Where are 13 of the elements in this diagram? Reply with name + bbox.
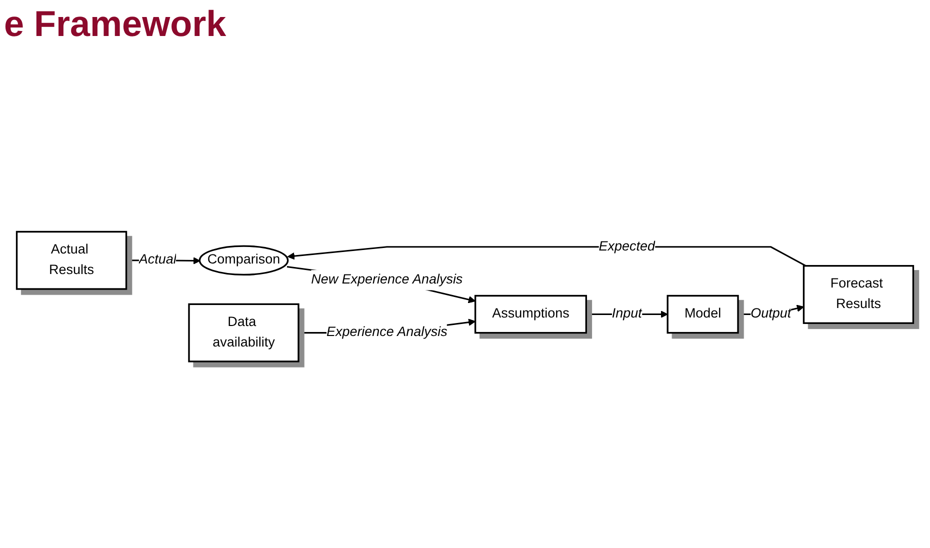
edge-label: Experience Analysis <box>326 326 448 340</box>
edge-label: Output <box>750 307 792 322</box>
node-ellipse: Comparison <box>198 246 289 276</box>
node-box: Assumptions <box>474 295 587 334</box>
edge-label: Input <box>612 307 642 322</box>
node-box: Model <box>666 295 739 334</box>
arrow <box>287 246 806 267</box>
edge-label: Expected <box>598 240 655 254</box>
node-box: Actual Results <box>16 231 128 290</box>
title: e Framework <box>4 2 226 46</box>
node-box: Data availability <box>188 304 300 363</box>
node-box: Forecast Results <box>802 265 914 324</box>
edge-label: New Experience Analysis <box>311 272 463 288</box>
